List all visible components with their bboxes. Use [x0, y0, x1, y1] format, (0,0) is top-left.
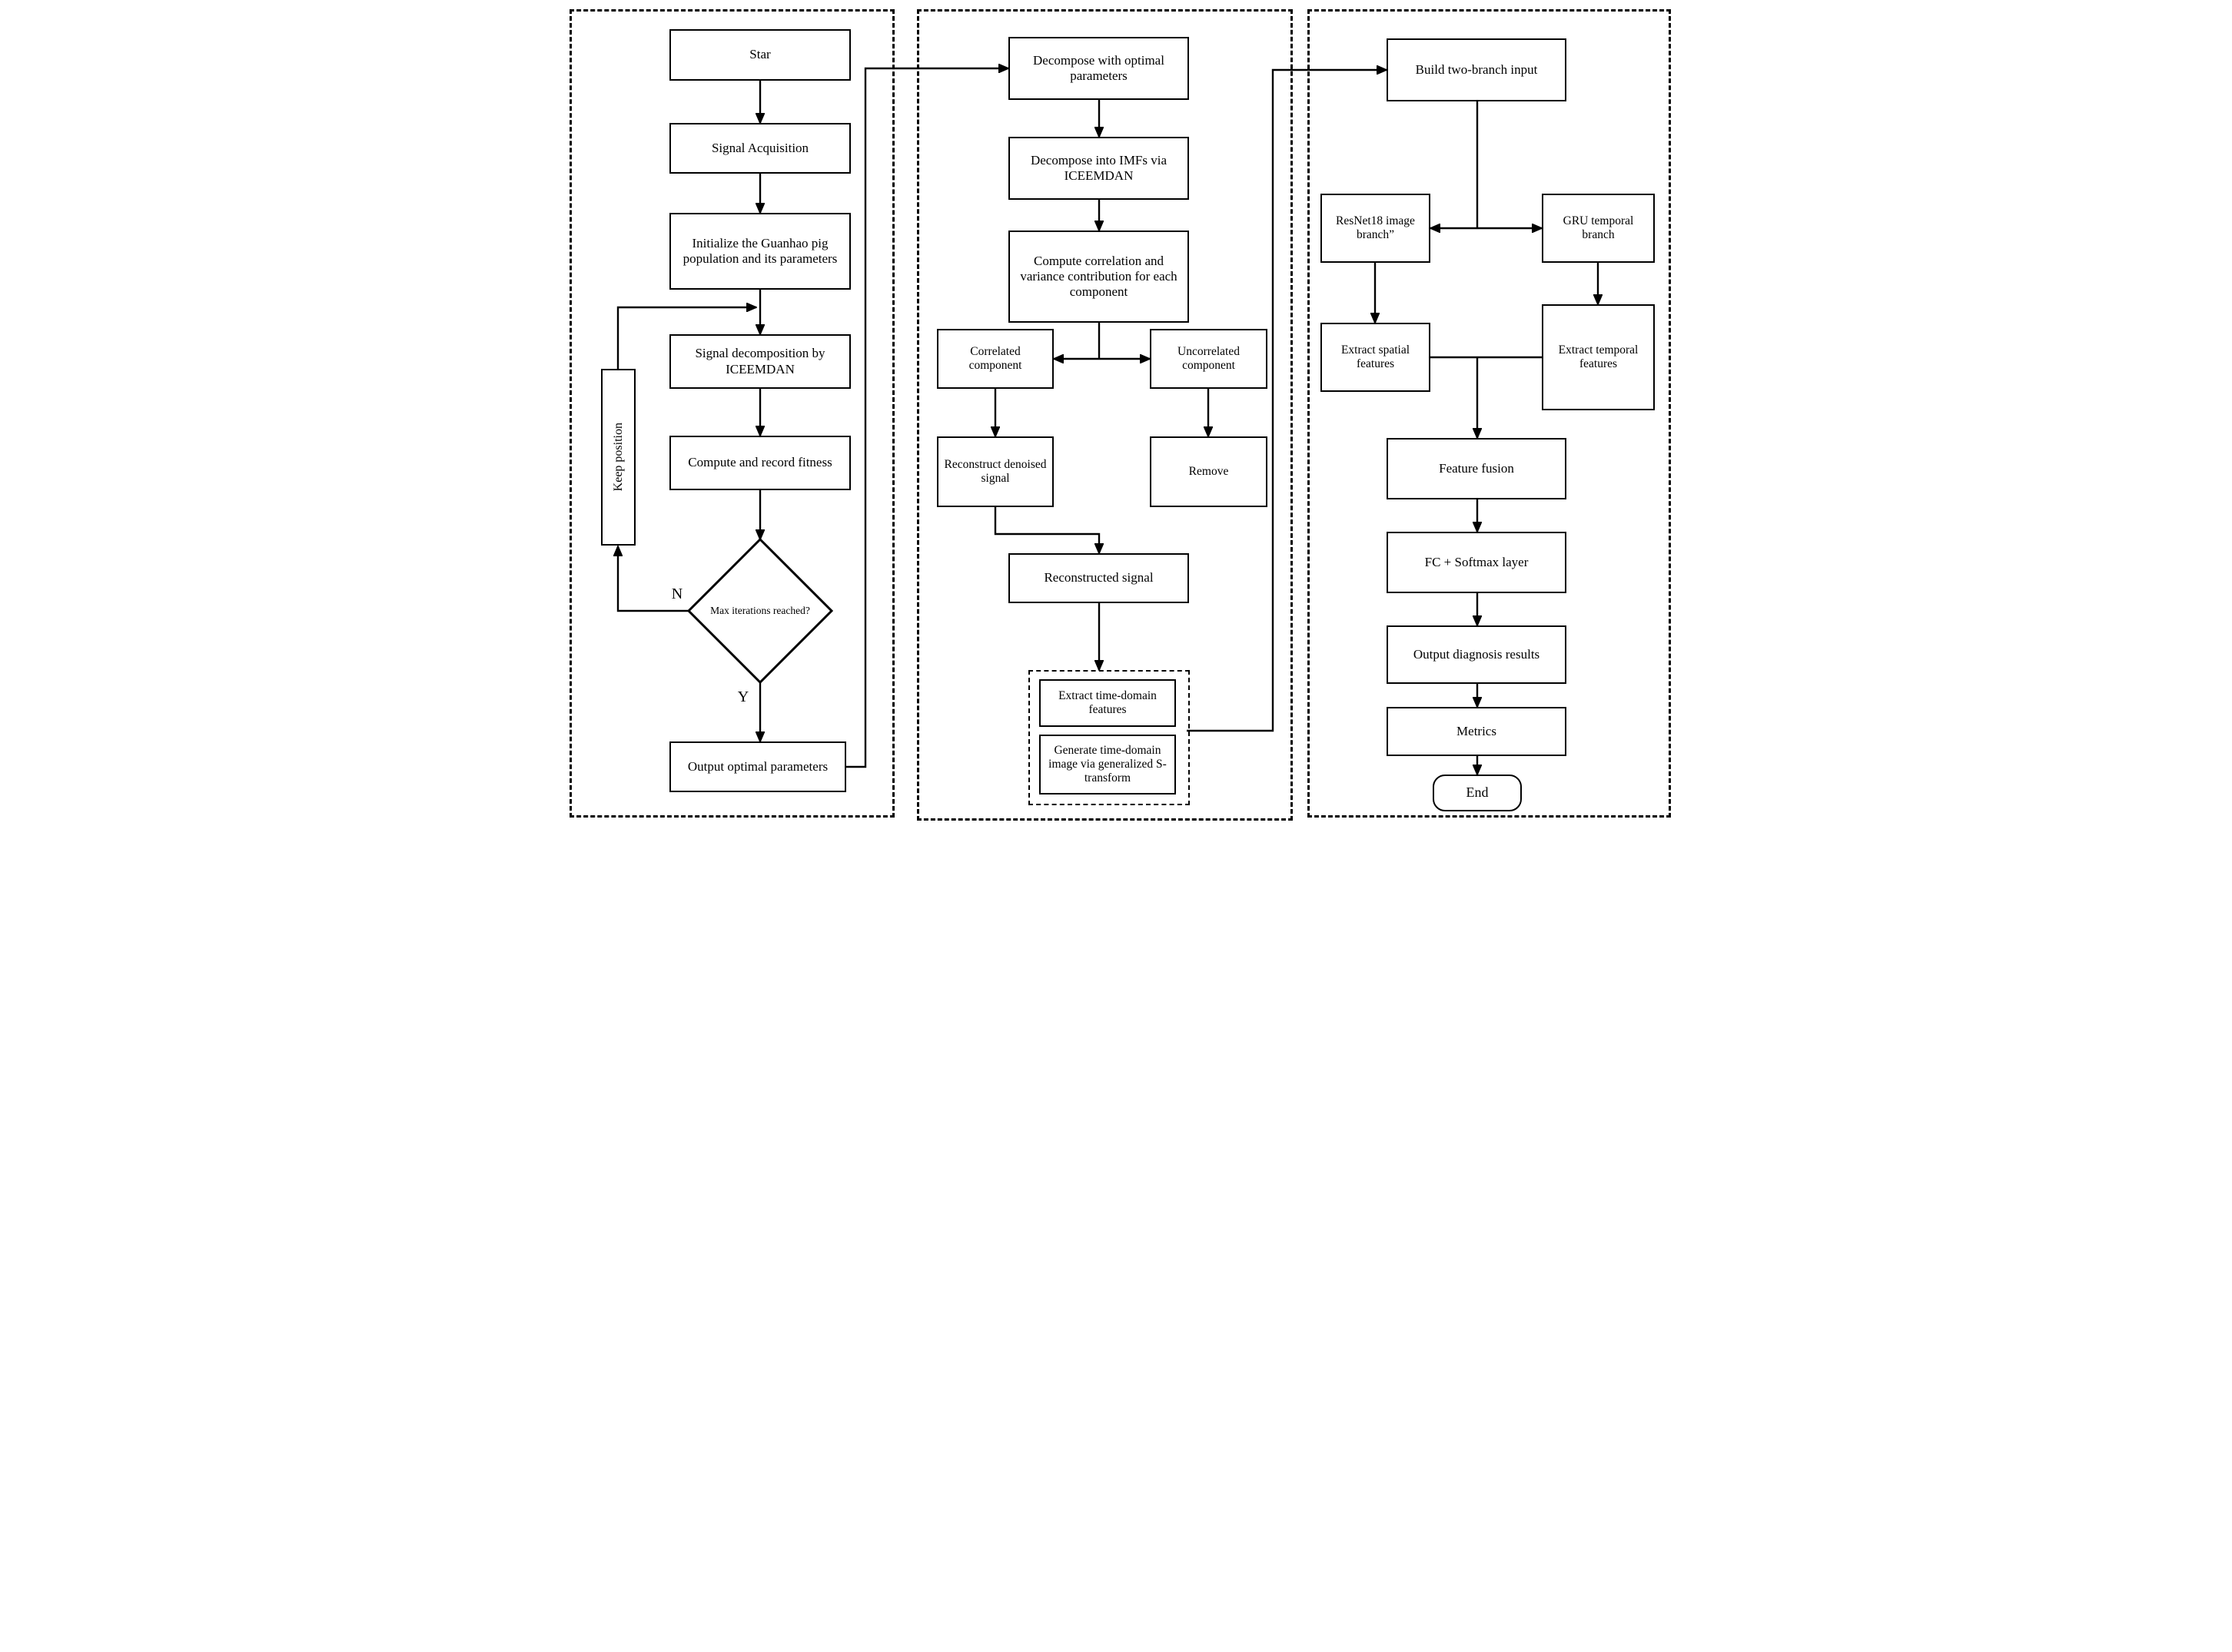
node-signal-decomposition: Signal decomposition by ICEEMDAN [669, 334, 851, 389]
node-initialize-population-label: Initialize the Guanhao pig population an… [683, 235, 838, 266]
node-compute-correlation: Compute correlation and variance contrib… [1008, 231, 1189, 323]
node-compute-fitness: Compute and record fitness [669, 436, 851, 490]
node-feature-fusion-label: Feature fusion [1439, 460, 1514, 476]
branch-no-text: N [671, 585, 683, 602]
node-extract-time-features: Extract time-domain features [1039, 679, 1176, 727]
node-generate-time-image: Generate time-domain image via generaliz… [1039, 735, 1176, 794]
node-uncorrelated-component: Uncorrelated component [1150, 329, 1267, 389]
node-generate-time-image-label: Generate time-domain image via generaliz… [1048, 743, 1167, 785]
node-resnet-branch: ResNet18 image branch” [1320, 194, 1430, 263]
connector-layer [558, 0, 1674, 826]
arrow-decision-no-to-keep-position [618, 546, 689, 612]
node-output-diagnosis-label: Output diagnosis results [1413, 646, 1540, 662]
node-resnet-branch-label: ResNet18 image branch” [1336, 214, 1415, 241]
node-decompose-imfs-label: Decompose into IMFs via ICEEMDAN [1030, 152, 1167, 183]
node-output-optimal-label: Output optimal parameters [687, 758, 829, 774]
decision-max-iterations-label: Max iterations reached? [710, 605, 810, 616]
decomposition-stage-panel [917, 9, 1293, 821]
node-extract-temporal: Extract temporal features [1542, 304, 1655, 410]
node-reconstruct-denoised: Reconstruct denoised signal [937, 436, 1054, 507]
node-keep-position-label: Keep position [611, 423, 625, 492]
node-extract-spatial-label: Extract spatial features [1340, 343, 1410, 370]
node-output-diagnosis: Output diagnosis results [1387, 625, 1566, 684]
node-correlated-component: Correlated component [937, 329, 1054, 389]
diagnosis-stage-panel [1307, 9, 1671, 818]
node-extract-spatial: Extract spatial features [1320, 323, 1430, 392]
arrow-keep-position-to-main-flow [616, 307, 756, 369]
node-remove: Remove [1150, 436, 1267, 507]
node-build-input-label: Build two-branch input [1415, 61, 1538, 77]
node-build-input: Build two-branch input [1387, 38, 1566, 101]
node-reconstruct-denoised-label: Reconstruct denoised signal [944, 457, 1047, 485]
node-extract-temporal-label: Extract temporal features [1558, 343, 1639, 370]
node-signal-acquisition-label: Signal Acquisition [711, 140, 809, 155]
node-end: End [1433, 775, 1522, 811]
node-decompose-optimal-label: Decompose with optimal parameters [1033, 52, 1164, 83]
optimization-stage-panel [570, 9, 895, 818]
flowchart-canvas: Star Signal Acquisition Initialize the G… [558, 0, 1674, 826]
node-feature-fusion: Feature fusion [1387, 438, 1566, 499]
node-output-optimal: Output optimal parameters [669, 741, 846, 792]
node-signal-decomposition-label: Signal decomposition by ICEEMDAN [695, 346, 825, 377]
feature-generation-group-box [1028, 670, 1190, 805]
node-compute-correlation-label: Compute correlation and variance contrib… [1020, 253, 1177, 300]
node-metrics-label: Metrics [1456, 723, 1496, 738]
node-decompose-imfs: Decompose into IMFs via ICEEMDAN [1008, 137, 1189, 200]
node-compute-fitness-label: Compute and record fitness [688, 455, 832, 470]
node-decompose-optimal: Decompose with optimal parameters [1008, 37, 1189, 100]
node-end-label: End [1466, 785, 1489, 801]
node-initialize-population: Initialize the Guanhao pig population an… [669, 213, 851, 290]
node-correlated-component-label: Correlated component [968, 344, 1022, 372]
node-gru-branch: GRU temporal branch [1542, 194, 1655, 263]
node-extract-time-features-label: Extract time-domain features [1058, 688, 1157, 716]
node-remove-label: Remove [1188, 464, 1229, 478]
node-signal-acquisition: Signal Acquisition [669, 123, 851, 174]
branch-yes-label: Y [733, 687, 753, 707]
node-reconstructed-signal-label: Reconstructed signal [1044, 570, 1154, 585]
node-fc-softmax-label: FC + Softmax layer [1424, 554, 1529, 569]
arrow-feature-group-to-build-input [1187, 70, 1387, 732]
node-gru-branch-label: GRU temporal branch [1563, 214, 1634, 241]
node-reconstructed-signal: Reconstructed signal [1008, 553, 1189, 603]
decision-diamond [686, 537, 834, 685]
decision-max-iterations-label-wrap: Max iterations reached? [691, 599, 829, 622]
node-uncorrelated-component-label: Uncorrelated component [1177, 344, 1240, 372]
node-star: Star [669, 29, 851, 81]
node-metrics: Metrics [1387, 707, 1566, 756]
node-star-label: Star [749, 47, 771, 62]
arrow-output-optimal-to-decompose-optimal [846, 68, 1008, 768]
arrow-reconstruct-to-reconstructed-signal [994, 507, 1099, 553]
branch-yes-text: Y [737, 688, 749, 705]
branch-no-label: N [664, 584, 690, 604]
node-keep-position: Keep position [601, 369, 636, 546]
node-fc-softmax: FC + Softmax layer [1387, 532, 1566, 593]
